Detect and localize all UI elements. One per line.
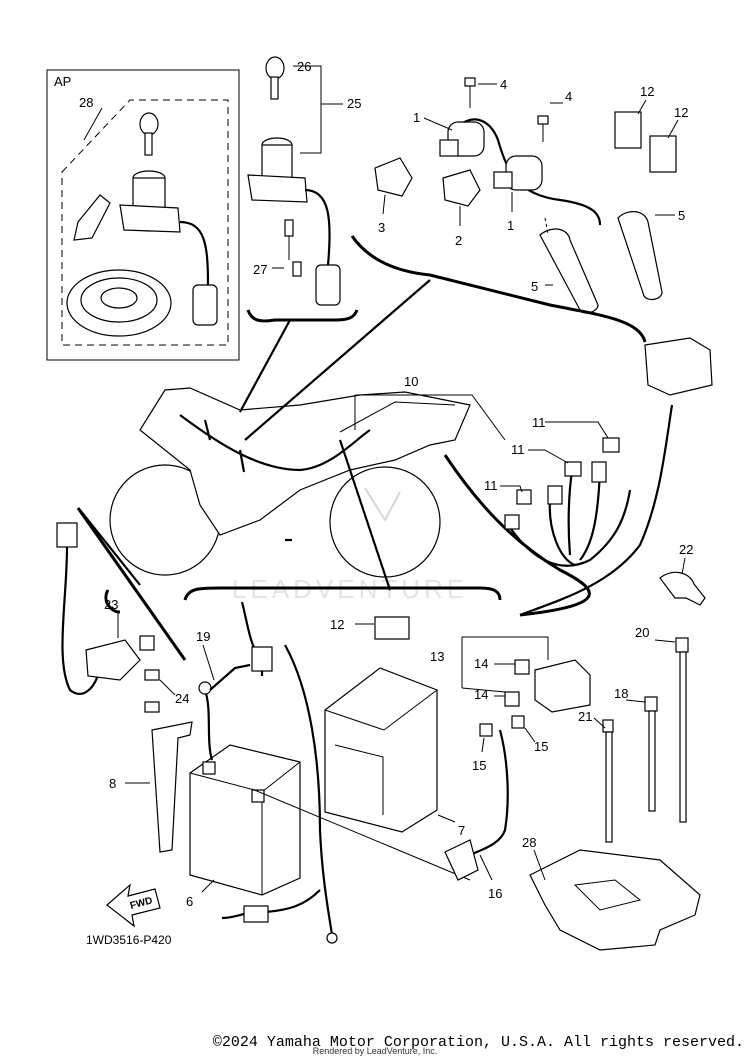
- callout-18: 18: [614, 686, 628, 701]
- key-icon: [139, 112, 159, 156]
- callout-8: 8: [109, 776, 116, 791]
- ignition-switch-icon: [119, 170, 218, 326]
- callout-27: 28: [79, 95, 93, 110]
- callout-13: 13: [430, 649, 444, 664]
- callout-7: 7: [458, 823, 465, 838]
- sensor-icon: [85, 635, 160, 713]
- callout-24: 25: [347, 96, 361, 111]
- callout-23: 24: [175, 691, 189, 706]
- relay-icon: [374, 616, 410, 640]
- callout-1: 1: [413, 110, 420, 125]
- diagram-code: 1WD3516-P420: [86, 933, 172, 947]
- forward-arrow-icon: FWD: [106, 883, 161, 928]
- main-switch-group: 26 25 27: [246, 56, 361, 323]
- callout-1: 1: [507, 218, 514, 233]
- callout-3: 3: [378, 220, 385, 235]
- key-icon: [265, 56, 285, 100]
- callout-9: 10: [404, 374, 418, 389]
- ignition-switch-icon: [247, 137, 341, 306]
- callout-12: 12: [674, 105, 688, 120]
- callout-6: 6: [186, 894, 193, 909]
- callout-14: 14: [474, 687, 488, 702]
- callout-14: 14: [474, 656, 488, 671]
- callout-22: 23: [104, 597, 118, 612]
- callout-5: 5: [678, 208, 685, 223]
- callout-28: 28: [522, 835, 536, 850]
- ignition-coil-icon: [439, 121, 543, 191]
- inset-ap-box: AP 28: [46, 69, 240, 361]
- wire-harness-group: 10 11 11 11: [354, 337, 713, 617]
- motorcycle-silhouette: [76, 279, 502, 661]
- relay-group: 12 13 14 14: [330, 616, 591, 713]
- callout-4: 4: [565, 89, 572, 104]
- battery-tray-icon: 28: [522, 835, 701, 951]
- relay-icon: [614, 111, 677, 173]
- spark-plug-cap-icon: [539, 211, 663, 314]
- callout-20: 22: [679, 542, 693, 557]
- bolt-icon: [464, 77, 549, 142]
- callout-11: 11: [484, 478, 498, 493]
- callout-21: 21: [578, 709, 592, 724]
- fuel-cap-icon: [66, 269, 172, 337]
- sensor-group: 23 24: [56, 522, 189, 713]
- inset-label: AP: [54, 74, 71, 89]
- ecu-icon: [644, 337, 713, 396]
- ignition-coil-group: 4 4 1 1 2 3 5 5 12 12: [350, 77, 688, 343]
- connector-icon: [504, 437, 620, 530]
- callout-16: 16: [488, 886, 502, 901]
- starter-relay-icon: [504, 659, 591, 713]
- cable-tie-group: 22 20 18 21: [578, 542, 706, 843]
- battery-icon: [189, 744, 301, 896]
- copyright-text: ©2024 Yamaha Motor Corporation, U.S.A. A…: [212, 1034, 744, 1051]
- seat-lock-icon: [73, 194, 111, 241]
- callout-12: 12: [640, 84, 654, 99]
- screw-icon: [284, 219, 302, 277]
- callout-17: 19: [196, 629, 210, 644]
- callout-26: 27: [253, 262, 267, 277]
- callout-12: 12: [330, 617, 344, 632]
- cable-tie-icon: [602, 637, 689, 843]
- battery-cover-icon: [324, 667, 438, 833]
- rendered-by-text: Rendered by LeadVenture, Inc.: [312, 1046, 438, 1056]
- callout-15: 15: [534, 739, 548, 754]
- callout-2: 2: [455, 233, 462, 248]
- connector-icon: [374, 157, 481, 207]
- callout-10: 11: [532, 415, 546, 430]
- callout-19: 20: [635, 625, 649, 640]
- callout-4: 4: [500, 77, 507, 92]
- battery-group: 8 6 7 19 16: [109, 601, 548, 944]
- callout-11: 11: [511, 442, 525, 457]
- callout-15: 15: [472, 758, 486, 773]
- callout-25: 26: [297, 59, 311, 74]
- callout-5: 5: [531, 279, 538, 294]
